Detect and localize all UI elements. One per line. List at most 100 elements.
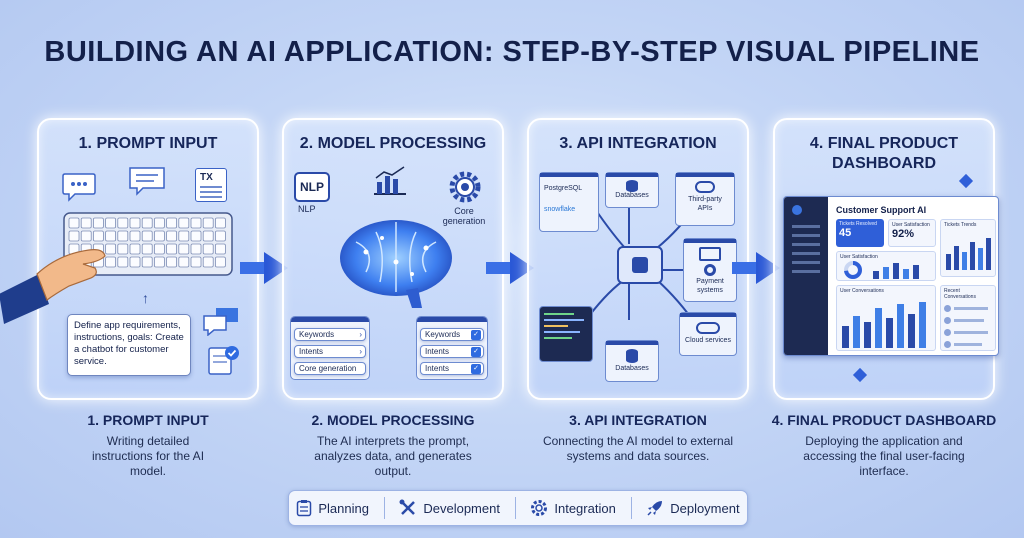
keyboard-key: [117, 230, 129, 242]
dashboard-sidebar: [784, 197, 828, 355]
chip-core-generation: Core generation: [294, 362, 366, 375]
dashboard-window: Customer Support AI Tickets Resolved 45 …: [783, 196, 999, 356]
databases-card-left: PostgreSQL snowflake: [539, 172, 599, 232]
gear-small-icon: [704, 264, 716, 276]
keyboard-key: [105, 256, 116, 268]
trends-label: Tickets Trends: [944, 222, 977, 228]
tickets-value: 45: [839, 227, 852, 239]
trends-bars: [946, 238, 991, 270]
tools-icon: [399, 499, 417, 517]
legend-planning: Planning: [296, 499, 369, 517]
tickets-label: Tickets Resolved: [839, 221, 877, 227]
clipboard-icon: [296, 499, 312, 517]
rocket-icon: [646, 499, 664, 517]
panel-title: 4. FINAL PRODUCT DASHBOARD: [809, 135, 959, 172]
core-generation-label: Core generation: [442, 206, 486, 226]
chip-label: Intents: [299, 347, 324, 356]
keyboard-key: [129, 256, 141, 268]
third-party-label: Third-party APIs: [688, 196, 722, 212]
flow-arrow: [486, 248, 536, 288]
caption-prompt-input: 1. PROMPT INPUT Writing detailed instruc…: [33, 412, 263, 479]
keyboard-key: [166, 243, 177, 255]
caption-model-processing: 2. MODEL PROCESSING The AI interprets th…: [278, 412, 508, 479]
diamond-icon: [852, 367, 868, 383]
sat-chart-label: User Satisfaction: [840, 254, 878, 260]
keyboard-key: [214, 256, 226, 268]
caption-description: The AI interprets the prompt, analyzes d…: [314, 434, 472, 478]
panel-prompt-input: 1. PROMPT INPUT TX ↑ Defin: [0, 118, 259, 400]
keyboard-key: [129, 217, 141, 229]
keyboard-key: [141, 230, 153, 242]
recent-label: Recent Conversations: [944, 288, 976, 300]
chip-intents-check-2: Intents✓: [420, 362, 484, 375]
panel-title: 2. MODEL PROCESSING: [299, 135, 487, 152]
snowflake-label: snowflake: [544, 206, 576, 213]
keyboard-key: [117, 256, 129, 268]
dashboard-title: Customer Support AI: [836, 205, 927, 215]
keyboard-key: [154, 217, 165, 229]
requirements-text: Define app requirements, instructions, g…: [74, 320, 184, 367]
legend-development: Development: [399, 499, 500, 517]
bar-chart-icon: [372, 164, 408, 196]
nlp-badge: NLP: [300, 180, 324, 194]
nlp-icon: NLP: [294, 172, 330, 202]
keyboard-key: [68, 230, 80, 242]
legend-deployment: Deployment: [646, 499, 740, 517]
keyboard-key: [68, 217, 80, 229]
keyboard-key: [105, 243, 116, 255]
keyboard-key: [166, 230, 177, 242]
caption-title: 2. MODEL PROCESSING: [311, 412, 475, 428]
chip-label: Keywords: [299, 330, 335, 339]
conversation-bars: [842, 302, 926, 348]
checklist-icon: [207, 344, 241, 378]
keyboard-key: [117, 243, 129, 255]
chip-keywords: Keywords›: [294, 328, 366, 341]
cloud-icon: [696, 322, 720, 334]
check-icon: ✓: [471, 330, 481, 340]
postgresql-label: PostgreSQL: [544, 185, 583, 192]
panel-title: 3. API INTEGRATION: [559, 135, 717, 152]
databases-card-bottom: Databases: [605, 340, 659, 382]
keyboard-key: [178, 243, 190, 255]
flow-arrow: [240, 248, 290, 288]
cloud-api-icon: [695, 181, 715, 193]
keyboard-key: [178, 230, 190, 242]
hub-chip: [617, 246, 663, 284]
document-label: TX: [200, 172, 213, 183]
panel-model-processing: 2. MODEL PROCESSING NLP NLP Core generat…: [282, 118, 504, 400]
chip-label: Core generation: [299, 364, 357, 373]
keyboard-key: [105, 217, 116, 229]
chip-label: Intents: [425, 347, 450, 356]
legend-integration: Integration: [530, 499, 616, 517]
keyboard-key: [105, 230, 116, 242]
card-icon: [699, 247, 721, 261]
caption-api-integration: 3. API INTEGRATION Connecting the AI mod…: [523, 412, 753, 464]
keyboard-key: [166, 217, 177, 229]
message-icon: [127, 166, 167, 196]
keyboard-key: [129, 230, 141, 242]
check-icon: ✓: [471, 347, 481, 357]
database-icon: [626, 349, 638, 363]
keyboard-key: [154, 230, 165, 242]
up-arrow-icon: ↑: [142, 290, 149, 306]
keyboard-key: [117, 217, 129, 229]
code-window: [539, 306, 593, 362]
gear-icon: [530, 499, 548, 517]
caption-final-dashboard: 4. FINAL PRODUCT DASHBOARD Deploying the…: [769, 412, 999, 479]
check-icon: ✓: [471, 364, 481, 374]
keyboard-key: [141, 243, 153, 255]
nlp-label: NLP: [298, 204, 316, 214]
cloud-services-label: Cloud services: [685, 337, 731, 344]
chip-label: Keywords: [425, 330, 461, 339]
keyboard-key: [80, 217, 92, 229]
donut-chart: [844, 261, 862, 279]
text-document-icon: TX: [195, 168, 227, 202]
satisfaction-chart-card: User Satisfaction: [836, 251, 936, 281]
hand-icon: [0, 234, 129, 324]
keyboard-key: [141, 256, 153, 268]
conversations-card: User Conversations: [836, 285, 936, 351]
trends-card: Tickets Trends: [940, 219, 996, 277]
chip-keywords-check: Keywords ✓: [420, 328, 484, 341]
caption-title: 3. API INTEGRATION: [569, 412, 707, 428]
brain-icon: [326, 212, 466, 312]
